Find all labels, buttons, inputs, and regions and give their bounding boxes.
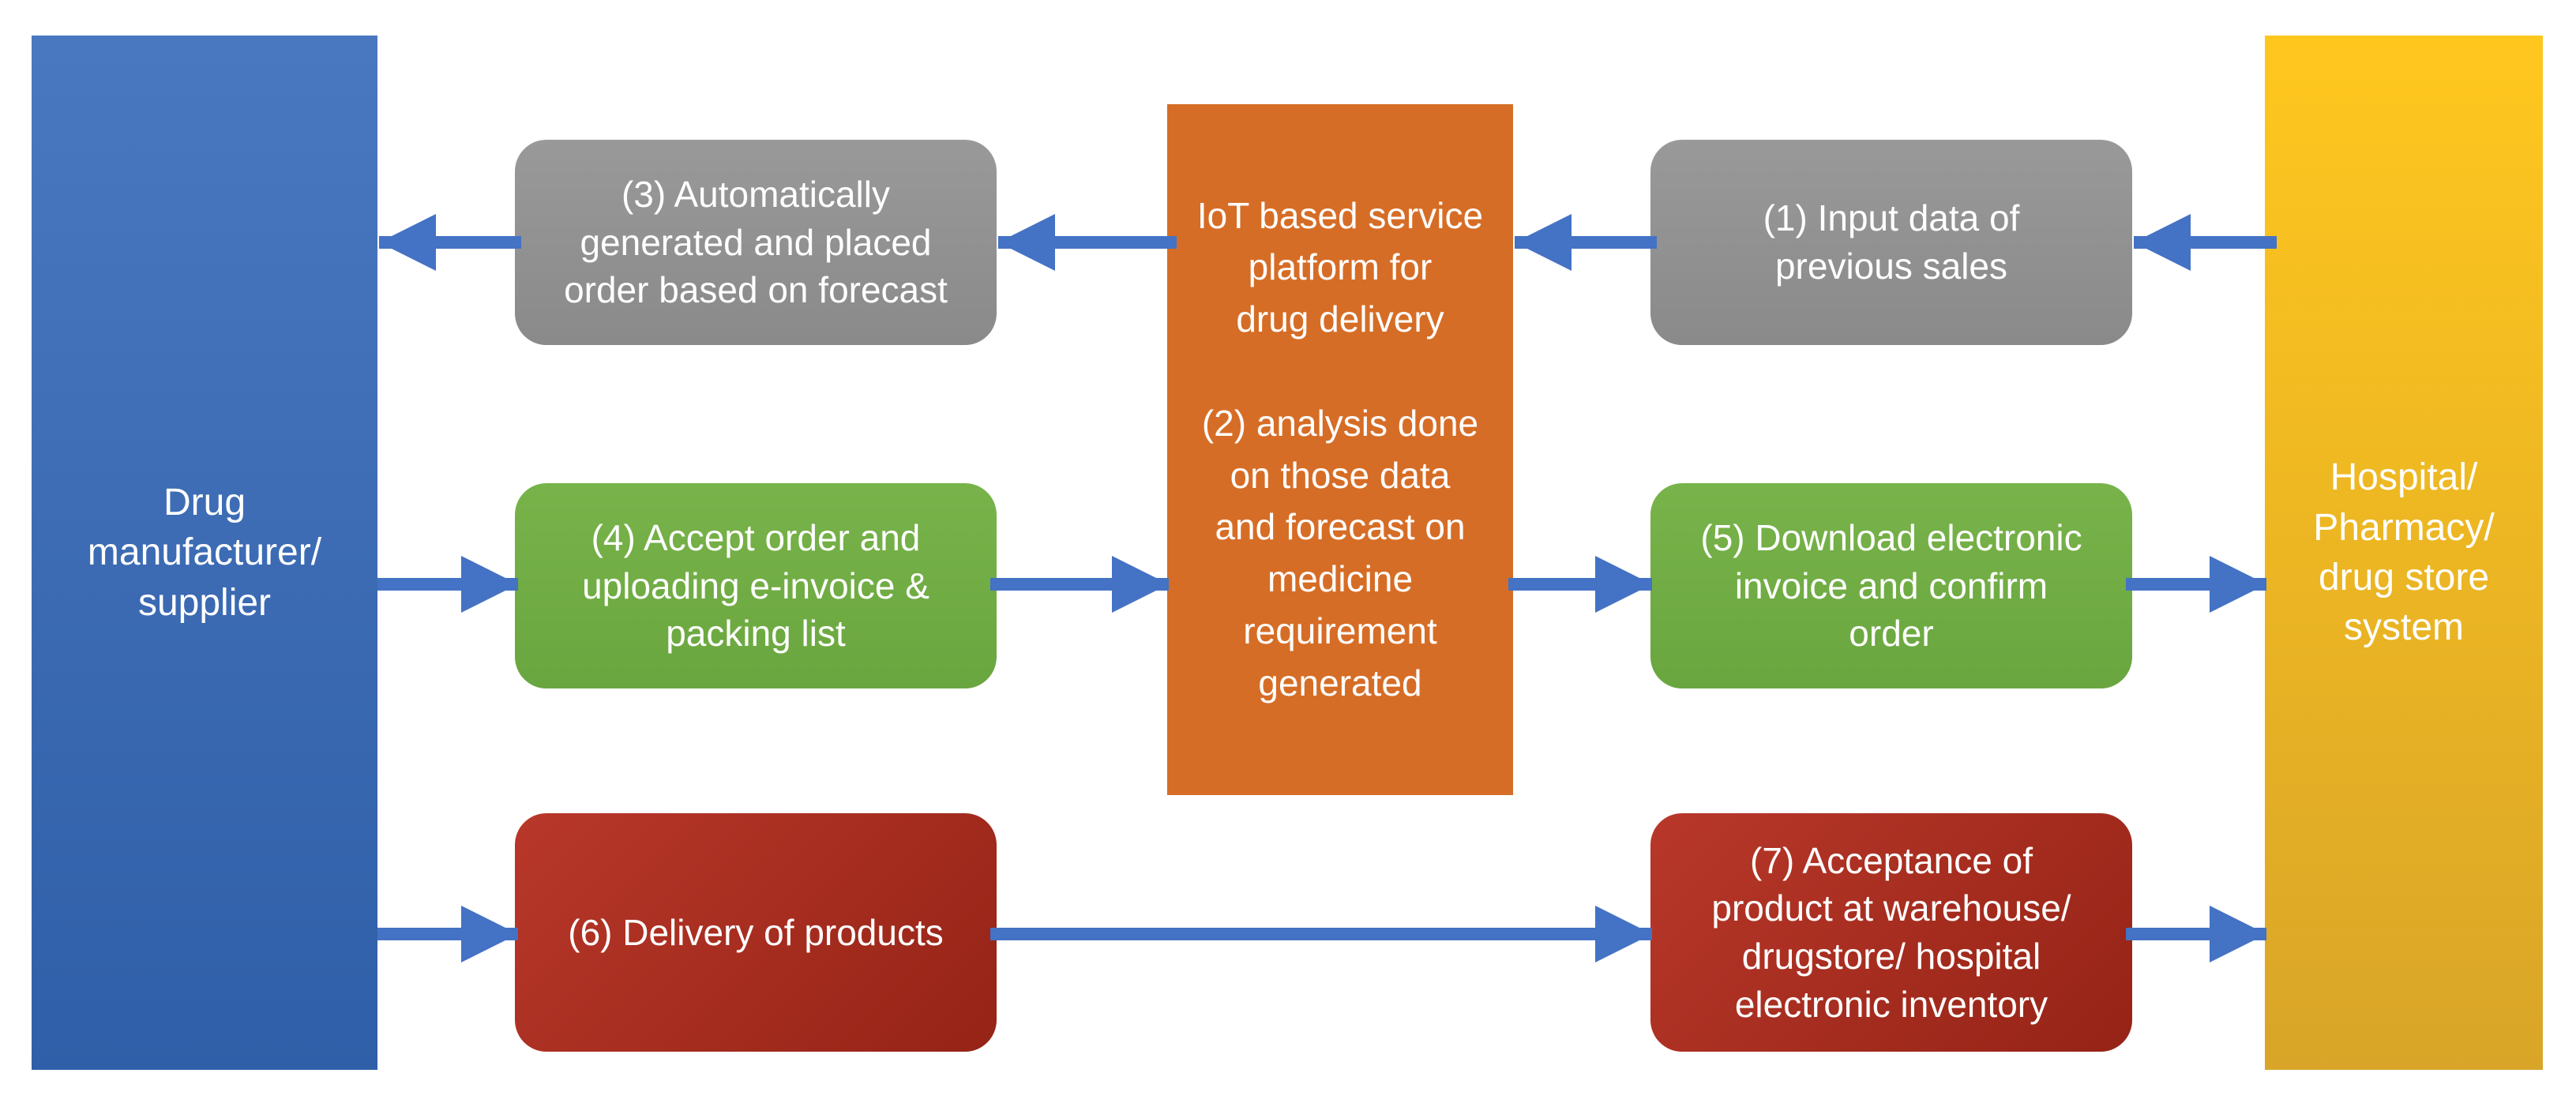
- step-6-label: (6) Delivery of products: [568, 911, 944, 953]
- step-4-box: (4) Accept order and uploading e-invoice…: [515, 483, 997, 688]
- step-3-box: (3) Automatically generated and placed o…: [515, 140, 997, 345]
- step-7-label: (7) Acceptance of product at warehouse/ …: [1711, 839, 2071, 1025]
- step-4-label: (4) Accept order and uploading e-invoice…: [582, 516, 929, 655]
- drug-manufacturer-label: Drug manufacturer/ supplier: [87, 481, 322, 624]
- drug-manufacturer-block: Drug manufacturer/ supplier: [32, 36, 377, 1070]
- step-7-box: (7) Acceptance of product at warehouse/ …: [1650, 813, 2132, 1052]
- hospital-pharmacy-label: Hospital/ Pharmacy/ drug store system: [2313, 456, 2495, 649]
- step-6-box: (6) Delivery of products: [515, 813, 997, 1052]
- iot-platform-block: IoT based service platform for drug deli…: [1167, 104, 1513, 795]
- hospital-pharmacy-block: Hospital/ Pharmacy/ drug store system: [2265, 36, 2543, 1070]
- iot-platform-label: IoT based service platform for drug deli…: [1196, 194, 1484, 703]
- step-5-label: (5) Download electronic invoice and conf…: [1700, 516, 2082, 655]
- step-1-box: (1) Input data of previous sales: [1650, 140, 2132, 345]
- step-3-label: (3) Automatically generated and placed o…: [564, 173, 948, 311]
- step-1-label: (1) Input data of previous sales: [1763, 197, 2020, 287]
- step-5-box: (5) Download electronic invoice and conf…: [1650, 483, 2132, 688]
